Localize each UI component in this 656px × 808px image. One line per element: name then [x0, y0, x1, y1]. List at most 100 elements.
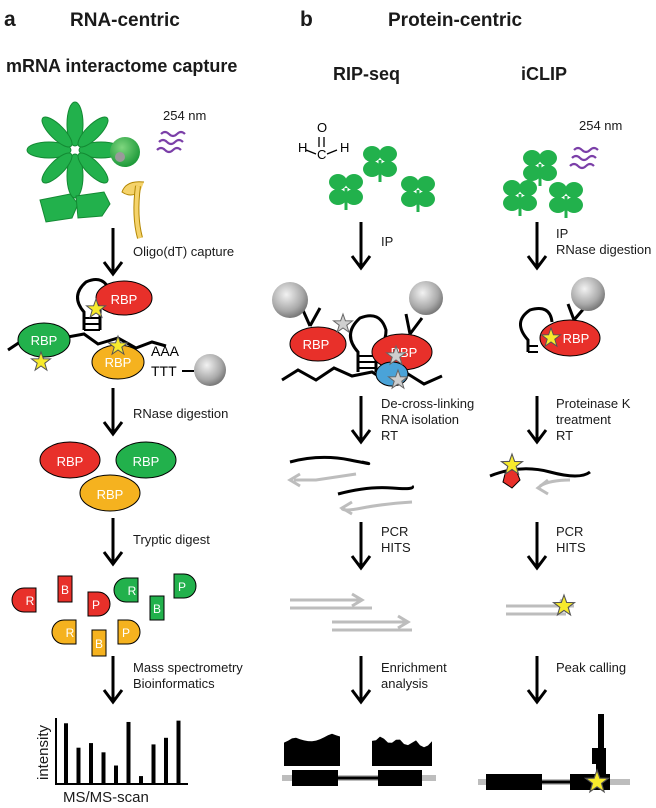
- step-iclip-8-label: Peak calling: [556, 660, 626, 675]
- peptide-label: R: [66, 626, 75, 640]
- iclip-reads: [506, 594, 576, 616]
- peptide-label: B: [61, 583, 69, 597]
- formaldehyde-h: H: [298, 140, 307, 155]
- iclip-complex: RBP: [519, 277, 605, 357]
- step-rip-7-label: Enrichment: [381, 660, 447, 675]
- oligo-dT: TTT: [151, 363, 177, 379]
- method-iclip: iCLIP: [521, 64, 567, 84]
- step-iclip-1-label: IP: [556, 226, 568, 241]
- arrow-iclip-1: [526, 220, 548, 270]
- seedling-icon: [121, 181, 145, 239]
- arrow-rip-3: [350, 520, 372, 570]
- arrow-step-3: [102, 516, 124, 566]
- iclip-cdna: [489, 453, 591, 496]
- arrow-step-4: [102, 654, 124, 704]
- rip-cdna: [287, 455, 415, 516]
- formaldehyde-icon: O C H H: [298, 120, 349, 162]
- arrow-iclip-3: [526, 520, 548, 570]
- plant-clover-icon: [399, 174, 437, 214]
- step-a-5-label: Bioinformatics: [133, 676, 215, 691]
- panel-a-method: mRNA interactome capture: [6, 56, 237, 76]
- leaf-tissue-icon: [39, 191, 111, 223]
- plant-clover-icon: [501, 178, 539, 218]
- ms-peak: [114, 765, 118, 784]
- formaldehyde-h: H: [340, 140, 349, 155]
- ms-peak: [164, 737, 168, 784]
- rbp-label: RBP: [303, 337, 330, 352]
- panel-b-letter: b: [300, 8, 313, 31]
- peptides: R B P R B P R B P: [11, 573, 197, 657]
- peptide-label: R: [128, 584, 137, 598]
- ms-ylabel: intensity: [35, 724, 52, 780]
- arrow-rip-2: [350, 394, 372, 444]
- step-iclip-6-label: PCR: [556, 524, 583, 539]
- arrow-step-1: [102, 226, 124, 276]
- ms-peak: [139, 776, 143, 784]
- rbp-label: RBP: [97, 487, 124, 502]
- ms-peak: [89, 743, 93, 784]
- ms-peak: [126, 721, 131, 784]
- pea-seed-icon: [110, 137, 140, 167]
- ms-peak: [76, 747, 81, 784]
- step-rip-6-label: HITS: [381, 540, 411, 555]
- formaldehyde-c: C: [317, 147, 326, 162]
- step-iclip-4-label: treatment: [556, 412, 611, 427]
- step-rip-8-label: analysis: [381, 676, 428, 691]
- arabidopsis-rosette-icon: [26, 101, 124, 199]
- step-a-3-label: Tryptic digest: [133, 532, 210, 547]
- arrow-iclip-4: [526, 654, 548, 704]
- arrow-step-2: [102, 386, 124, 436]
- uv-label-a: 254 nm: [163, 108, 206, 123]
- plant-clover-icon: [547, 180, 585, 220]
- plant-clover-icon: [327, 172, 365, 212]
- uv-label-b: 254 nm: [579, 118, 622, 133]
- step-iclip-7-label: HITS: [556, 540, 586, 555]
- iclip-coverage: [478, 714, 630, 793]
- peptide-label: P: [122, 626, 130, 640]
- rbp-label: RBP: [57, 454, 84, 469]
- plant-clover-icon: [361, 144, 399, 184]
- ms-peak: [151, 744, 156, 784]
- rip-complex: RBP RBP: [272, 281, 443, 389]
- step-iclip-5-label: RT: [556, 428, 573, 443]
- polyA-tail: AAA: [151, 343, 180, 359]
- arrow-rip-1: [350, 220, 372, 270]
- step-iclip-3-label: Proteinase K: [556, 396, 631, 411]
- peptide-label: B: [95, 637, 103, 651]
- uv-light-icon: [155, 130, 187, 154]
- step-a-1-label: Oligo(dT) capture: [133, 244, 234, 259]
- panel-b-heading: Protein-centric: [388, 10, 523, 31]
- uv-light-icon: [568, 146, 600, 170]
- step-a-4-label: Mass spectrometry: [133, 660, 243, 675]
- step-rip-3-label: RNA isolation: [381, 412, 459, 427]
- method-ripseq: RIP-seq: [333, 64, 400, 84]
- rbp-label: RBP: [105, 355, 132, 370]
- ms-peak: [101, 752, 106, 784]
- ms-xlabel: MS/MS-scan: [63, 789, 149, 806]
- rbp-label: RBP: [563, 331, 590, 346]
- arrow-iclip-2: [526, 394, 548, 444]
- mrna-rbp-complex: RBP RBP RBP AAA TTT: [7, 278, 226, 386]
- step-rip-1-label: IP: [381, 234, 393, 249]
- peptide-label: P: [178, 580, 186, 594]
- panel-a-letter: a: [4, 8, 16, 31]
- peptide-label: P: [92, 598, 100, 612]
- rbp-label: RBP: [111, 292, 138, 307]
- rip-reads: [290, 592, 412, 632]
- peptide-label: B: [153, 602, 161, 616]
- ms-spectrum: intensity MS/MS-scan: [35, 718, 188, 806]
- step-rip-5-label: PCR: [381, 524, 408, 539]
- free-rbps: RBP RBP RBP: [39, 441, 177, 512]
- step-a-2-label: RNase digestion: [133, 406, 228, 421]
- step-iclip-2-label: RNase digestion: [556, 242, 651, 257]
- ms-peak: [64, 723, 68, 784]
- crosslink-star-icon: [552, 594, 576, 616]
- formaldehyde-o: O: [317, 120, 327, 135]
- arrow-rip-4: [350, 654, 372, 704]
- rbp-label: RBP: [133, 454, 160, 469]
- peptide-label: R: [26, 594, 35, 608]
- rip-coverage: [282, 733, 436, 786]
- ms-peak: [176, 720, 181, 784]
- step-rip-2-label: De-cross-linking: [381, 396, 474, 411]
